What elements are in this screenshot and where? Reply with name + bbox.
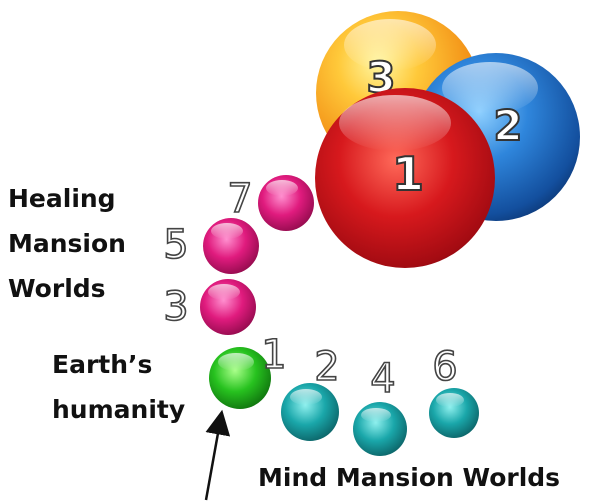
world-number: 1 — [261, 332, 286, 378]
arrow-to-earth — [204, 409, 231, 501]
world-number: 5 — [163, 222, 188, 268]
healing-world-7: 7 — [226, 175, 314, 231]
sphere-2-large: 2 — [412, 53, 580, 221]
sphere-1-large: 1 — [315, 88, 495, 268]
world-number: 2 — [314, 344, 339, 390]
sphere-number: 1 — [392, 147, 424, 201]
healing-world-3: 3 — [162, 279, 256, 335]
world-number: 3 — [163, 284, 188, 330]
mind-mansion-label: Mind Mansion Worlds — [258, 463, 561, 492]
world-number: 6 — [432, 344, 457, 390]
world-number: 7 — [227, 176, 252, 222]
healing-label-line1: Healing — [8, 184, 116, 213]
sphere-number: 2 — [493, 101, 522, 150]
earth-label-line2: humanity — [52, 395, 186, 424]
mind-world-2: 2 — [281, 343, 341, 441]
mind-world-4: 4 — [353, 355, 407, 456]
earth-sphere: 1 — [209, 331, 288, 409]
mind-world-6: 6 — [429, 343, 479, 438]
earth-label-line1: Earth’s — [52, 350, 153, 379]
healing-label-line2: Mansion — [8, 229, 126, 258]
healing-world-5: 5 — [162, 218, 259, 274]
healing-label-line3: Worlds — [8, 274, 106, 303]
world-number: 4 — [370, 356, 395, 402]
